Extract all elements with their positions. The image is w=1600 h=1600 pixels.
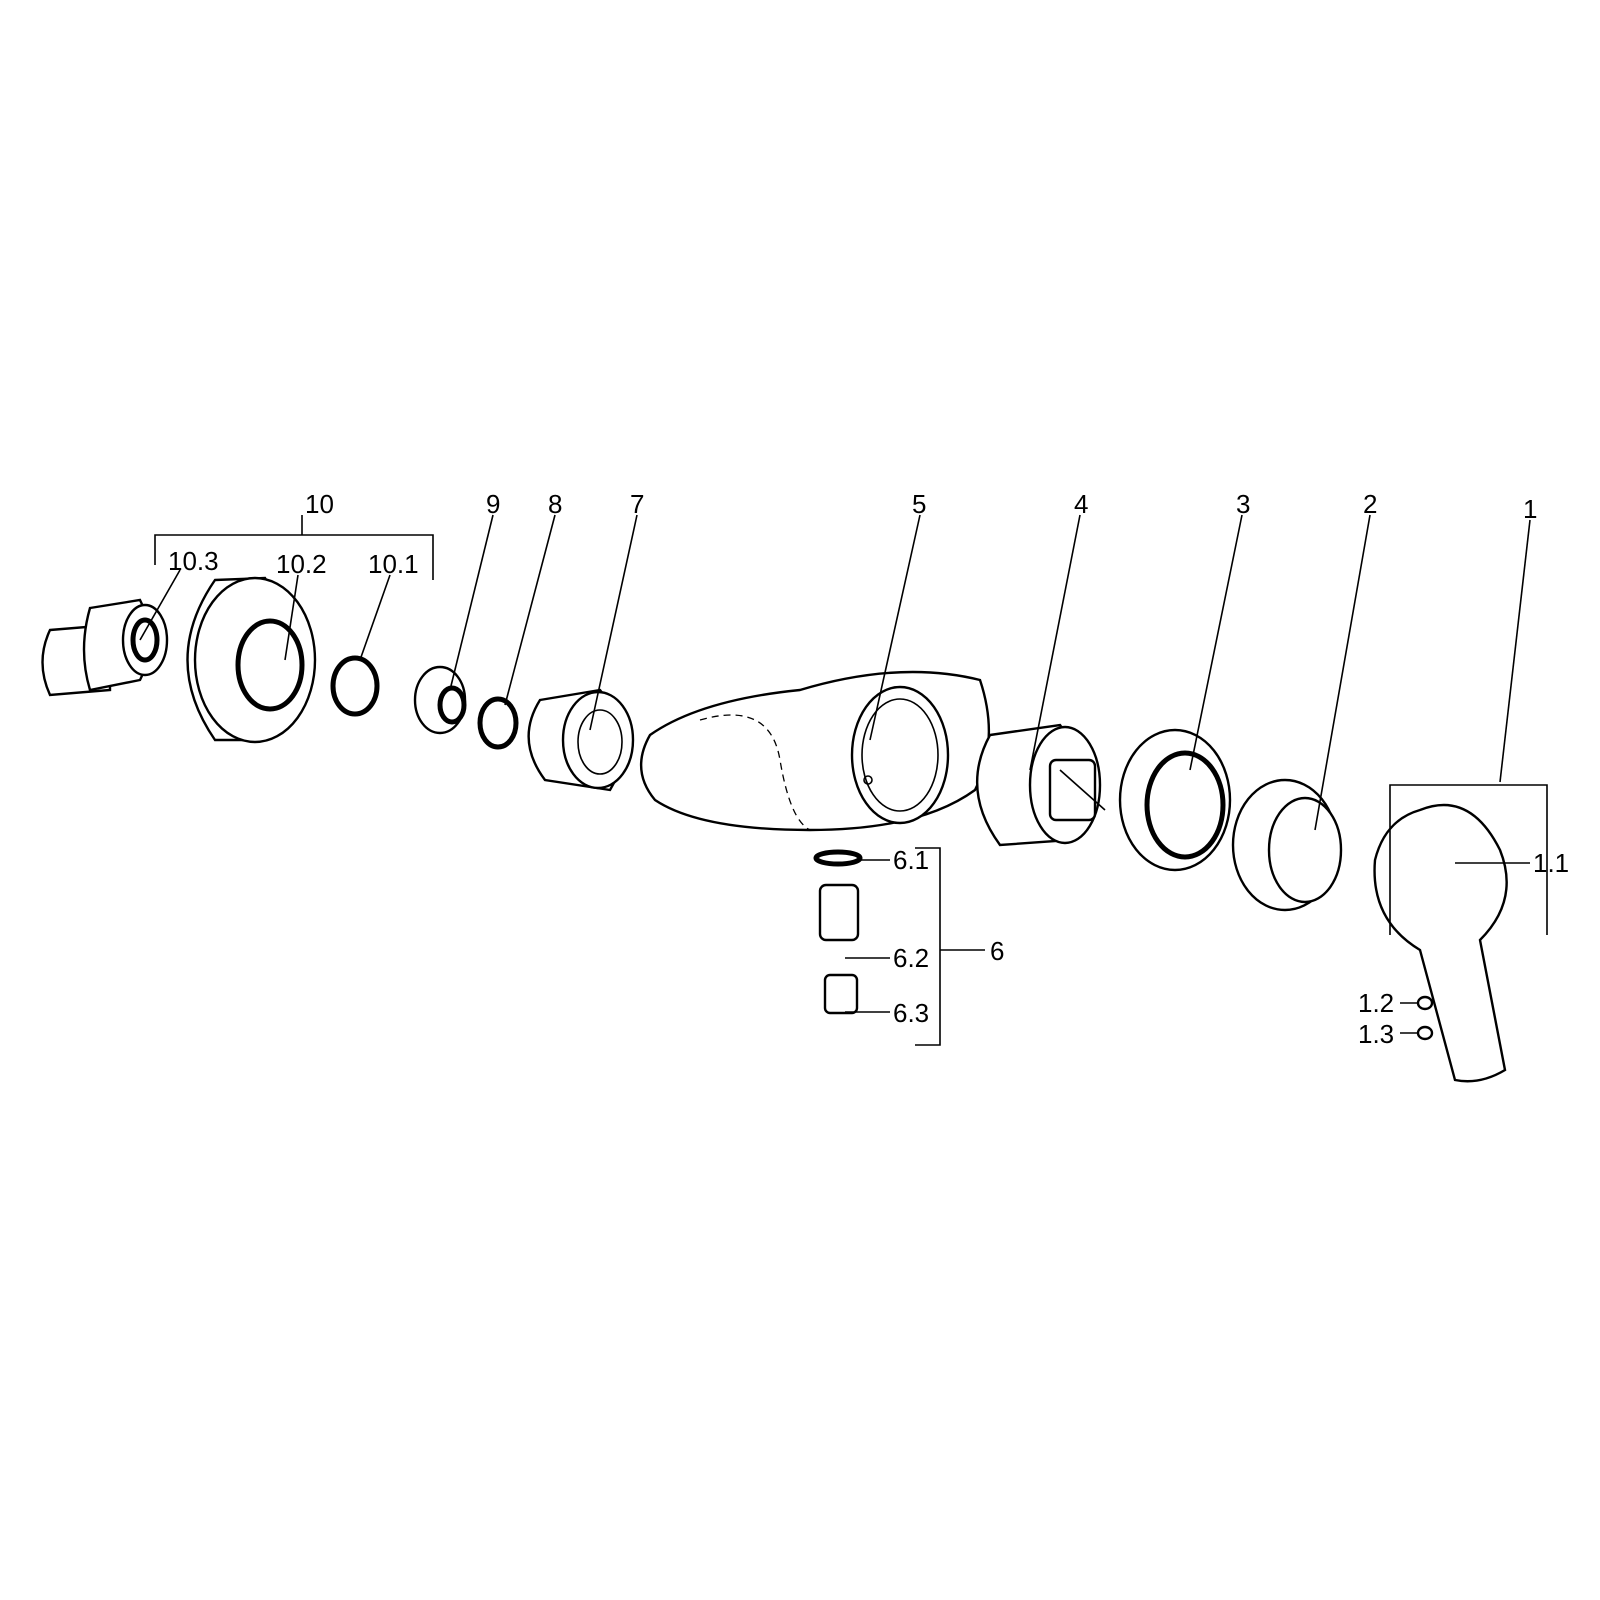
part-6-1-o-ring: [813, 849, 863, 867]
part-6-3-sleeve: [823, 973, 859, 1015]
part-4-cartridge: [975, 723, 1106, 847]
label-9: 9: [486, 489, 500, 519]
part-5-valve-body: [639, 670, 991, 832]
part-10-2-rosette: [186, 576, 317, 744]
label-10-3: 10.3: [168, 546, 219, 576]
part-1-2-screw: [1416, 995, 1434, 1011]
label-2: 2: [1363, 489, 1377, 519]
label-7: 7: [630, 489, 644, 519]
label-3: 3: [1236, 489, 1250, 519]
part-6-2-insert: [818, 883, 860, 942]
part-1-3-plug: [1416, 1025, 1434, 1041]
part-3-ring-nut: [1118, 728, 1232, 872]
label-10-2: 10.2: [276, 549, 327, 579]
part-2-cover-cap: [1231, 778, 1343, 912]
part-8-o-ring: [477, 696, 519, 750]
label-4: 4: [1074, 489, 1088, 519]
label-8: 8: [548, 489, 562, 519]
label-10: 10: [305, 489, 334, 519]
part-9-check-valve: [413, 665, 467, 735]
label-6-1: 6.1: [893, 845, 929, 875]
label-6-2: 6.2: [893, 943, 929, 973]
label-6: 6: [990, 936, 1004, 966]
label-5: 5: [912, 489, 926, 519]
label-1: 1: [1523, 494, 1537, 524]
label-1-2: 1.2: [1358, 988, 1394, 1018]
leader-lines: [139, 514, 1548, 1046]
label-6-3: 6.3: [893, 998, 929, 1028]
part-7-nut: [527, 688, 635, 792]
part-10-3-connector: [41, 598, 169, 697]
label-1-1: 1.1: [1533, 848, 1569, 878]
part-10-1-seal-ring: [330, 655, 380, 717]
label-1-3: 1.3: [1358, 1019, 1394, 1049]
label-10-1: 10.1: [368, 549, 419, 579]
part-1-lever-handle: [1373, 803, 1508, 1083]
part-6-components: [813, 849, 863, 1015]
